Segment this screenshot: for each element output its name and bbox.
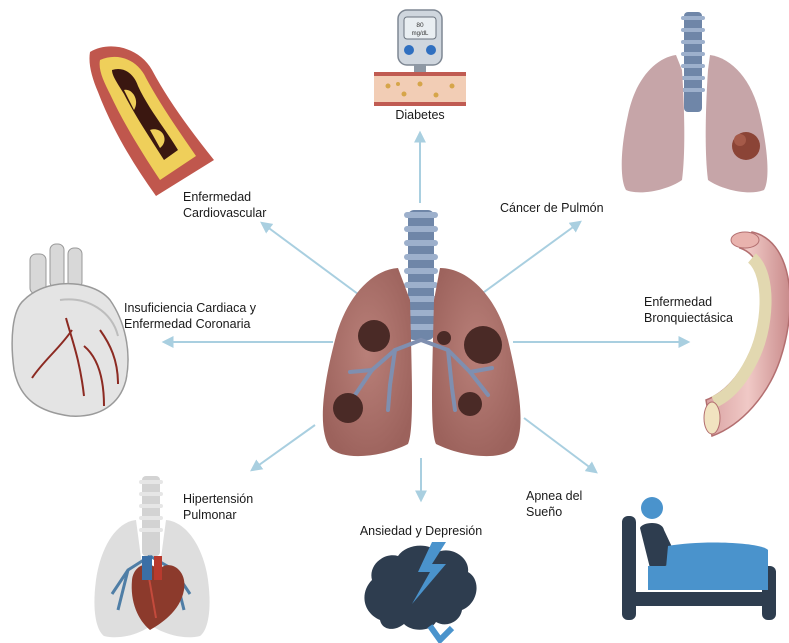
- glucometer-icon: 80 mg/dL: [374, 10, 466, 106]
- brain-lightning-icon: [364, 542, 476, 640]
- arrow-cancer: [480, 222, 580, 295]
- glucometer-value: 80: [416, 22, 424, 29]
- label-sleep-apnea: Apnea del Sueño: [526, 489, 586, 519]
- label-anxiety: Ansiedad y Depresión: [360, 524, 482, 538]
- label-pulmonary-hypertension: Hipertensión Pulmonar: [183, 492, 257, 522]
- label-cancer: Cáncer de Pulmón: [500, 201, 604, 215]
- arrow-cardiovascular: [262, 223, 362, 297]
- lungs-with-tumors-icon: [323, 210, 521, 456]
- label-bronchiectasis: Enfermedad Bronquiectásica: [644, 295, 733, 325]
- bronchus-icon: [704, 232, 789, 436]
- heart-icon: [12, 244, 128, 416]
- bed-patient-icon: [622, 497, 776, 620]
- blocked-artery-icon: [89, 46, 214, 196]
- label-diabetes: Diabetes: [395, 108, 444, 122]
- label-heart-failure: Insuficiencia Cardiaca y Enfermedad Coro…: [124, 301, 260, 331]
- arrow-pulmonary-hypertension: [252, 425, 315, 470]
- label-cardiovascular: Enfermedad Cardiovascular: [183, 190, 266, 220]
- lung-tumor-icon: [622, 12, 768, 192]
- arrow-sleep-apnea: [524, 418, 596, 472]
- glucometer-unit: mg/dL: [412, 31, 429, 37]
